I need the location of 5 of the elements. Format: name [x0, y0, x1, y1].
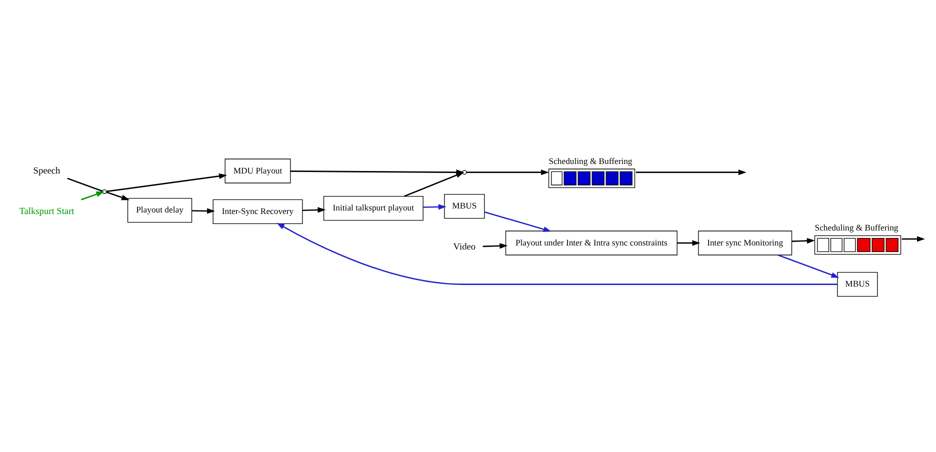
- node-text: Speech: [33, 166, 60, 176]
- node-label: Scheduling & Buffering: [814, 222, 898, 233]
- node-text: Talkspurt Start: [19, 207, 74, 218]
- node-label: Scheduling & Buffering: [548, 156, 632, 166]
- node-text: Video: [453, 242, 476, 252]
